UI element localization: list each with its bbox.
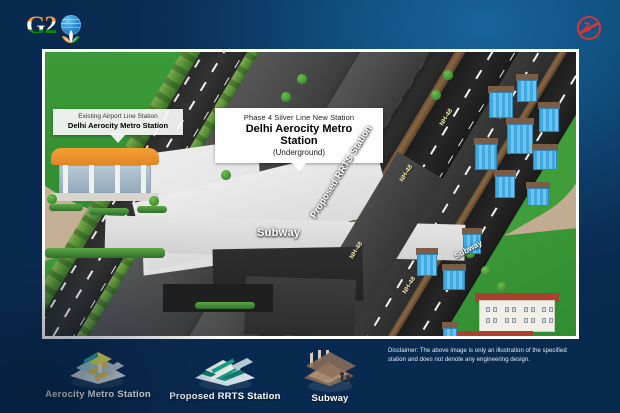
blue-glass-building [416, 248, 438, 276]
aerocity-metro-station-building [51, 148, 159, 210]
callout-existing-pointer [110, 134, 126, 143]
illustration-map-frame: Phase 4 Silver Line New Station Delhi Ae… [42, 49, 579, 339]
g20-logo-text: G2 [26, 12, 57, 39]
illustration-map: Phase 4 Silver Line New Station Delhi Ae… [45, 52, 576, 336]
legend-label-subway: Subway [311, 393, 349, 404]
g20-lotus-icon [62, 30, 80, 43]
blue-glass-building [474, 138, 498, 170]
legend-label-aerocity-metro-station: Aerocity Metro Station [45, 389, 151, 400]
legend-item-proposed-rrts-station: Proposed RRTS Station [160, 348, 290, 402]
blue-glass-building [442, 322, 458, 336]
g20-globe-icon [61, 15, 81, 35]
rrts-station-isometric-icon [187, 348, 263, 390]
callout-existing-station: Existing Airport Line Station Delhi Aero… [53, 109, 183, 143]
callout-existing-line-2: Delhi Aerocity Metro Station [67, 121, 169, 130]
blue-glass-building [462, 228, 482, 254]
callout-line-3: (Underground) [272, 148, 326, 157]
metro-station-isometric-icon [60, 346, 136, 388]
blue-glass-building [532, 144, 558, 170]
callout-existing-line-1: Existing Airport Line Station [78, 113, 158, 120]
callout-pointer [291, 162, 307, 171]
blue-glass-building [494, 170, 516, 198]
legend-label-proposed-rrts-station: Proposed RRTS Station [169, 391, 281, 402]
disclaimer-text: Disclaimer: The above image is only an i… [388, 348, 567, 364]
legend: Aerocity Metro Station Proposed RRTS Sta… [0, 333, 620, 413]
station-base [51, 193, 159, 201]
g20-india-logo: G2 [26, 12, 94, 47]
callout-line-2: Delhi Aerocity Metro Station [245, 123, 353, 147]
dmrc-logo: Z [577, 16, 601, 40]
blue-glass-building [526, 182, 550, 206]
legend-item-aerocity-metro-station: Aerocity Metro Station [38, 346, 158, 400]
legend-item-subway: Subway [282, 333, 378, 404]
subway-isometric-icon [298, 333, 362, 392]
blue-glass-building [488, 86, 514, 118]
blue-glass-building [516, 74, 538, 102]
station-roof [51, 148, 159, 165]
callout-line-1: Phase 4 Silver Line New Station [243, 113, 355, 122]
dmrc-mark: Z [583, 20, 591, 34]
blue-glass-building [442, 264, 466, 290]
blue-glass-building [506, 118, 534, 154]
residential-building [475, 293, 559, 332]
blue-glass-building [538, 102, 560, 132]
station-glass-facade [59, 165, 151, 193]
callout-new-station: Phase 4 Silver Line New Station Delhi Ae… [215, 108, 383, 171]
map-label-subway-left: Subway [257, 227, 301, 239]
